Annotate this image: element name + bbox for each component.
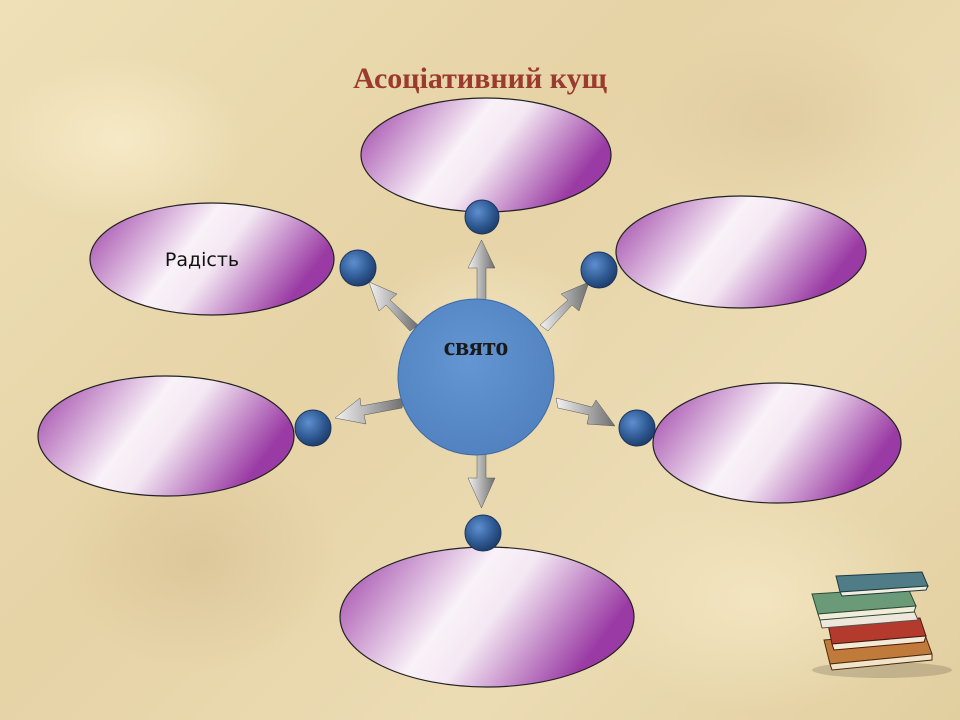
center-circle: [397, 298, 555, 456]
connector-nodes: [294, 199, 656, 552]
ellipse-lower-left: [37, 375, 295, 497]
center-label: свято: [443, 332, 509, 361]
ellipse-lower-right: [652, 382, 902, 504]
node-top: [464, 199, 500, 235]
association-ellipses: [37, 97, 902, 688]
ellipse-top: [360, 97, 612, 213]
node-upper-left: [339, 249, 377, 287]
node-lower-right: [618, 409, 656, 447]
arrows: [334, 239, 616, 509]
arrow-top: [467, 239, 496, 301]
ellipse-upper-left: [89, 202, 335, 316]
node-lower-left: [294, 409, 332, 447]
arrow-lower-left: [334, 397, 405, 425]
node-upper-right: [580, 251, 618, 289]
page-title: Асоціативний кущ: [353, 62, 607, 95]
arrow-upper-left: [368, 281, 419, 332]
ellipse-bottom: [339, 546, 635, 688]
arrow-upper-right: [539, 281, 590, 332]
book-stack-icon: [811, 571, 952, 678]
arrow-lower-right: [555, 397, 616, 427]
association-label-upper-left: Радість: [164, 249, 240, 271]
arrow-bottom: [467, 451, 496, 509]
node-bottom: [464, 514, 502, 552]
ellipse-upper-right: [615, 195, 867, 309]
